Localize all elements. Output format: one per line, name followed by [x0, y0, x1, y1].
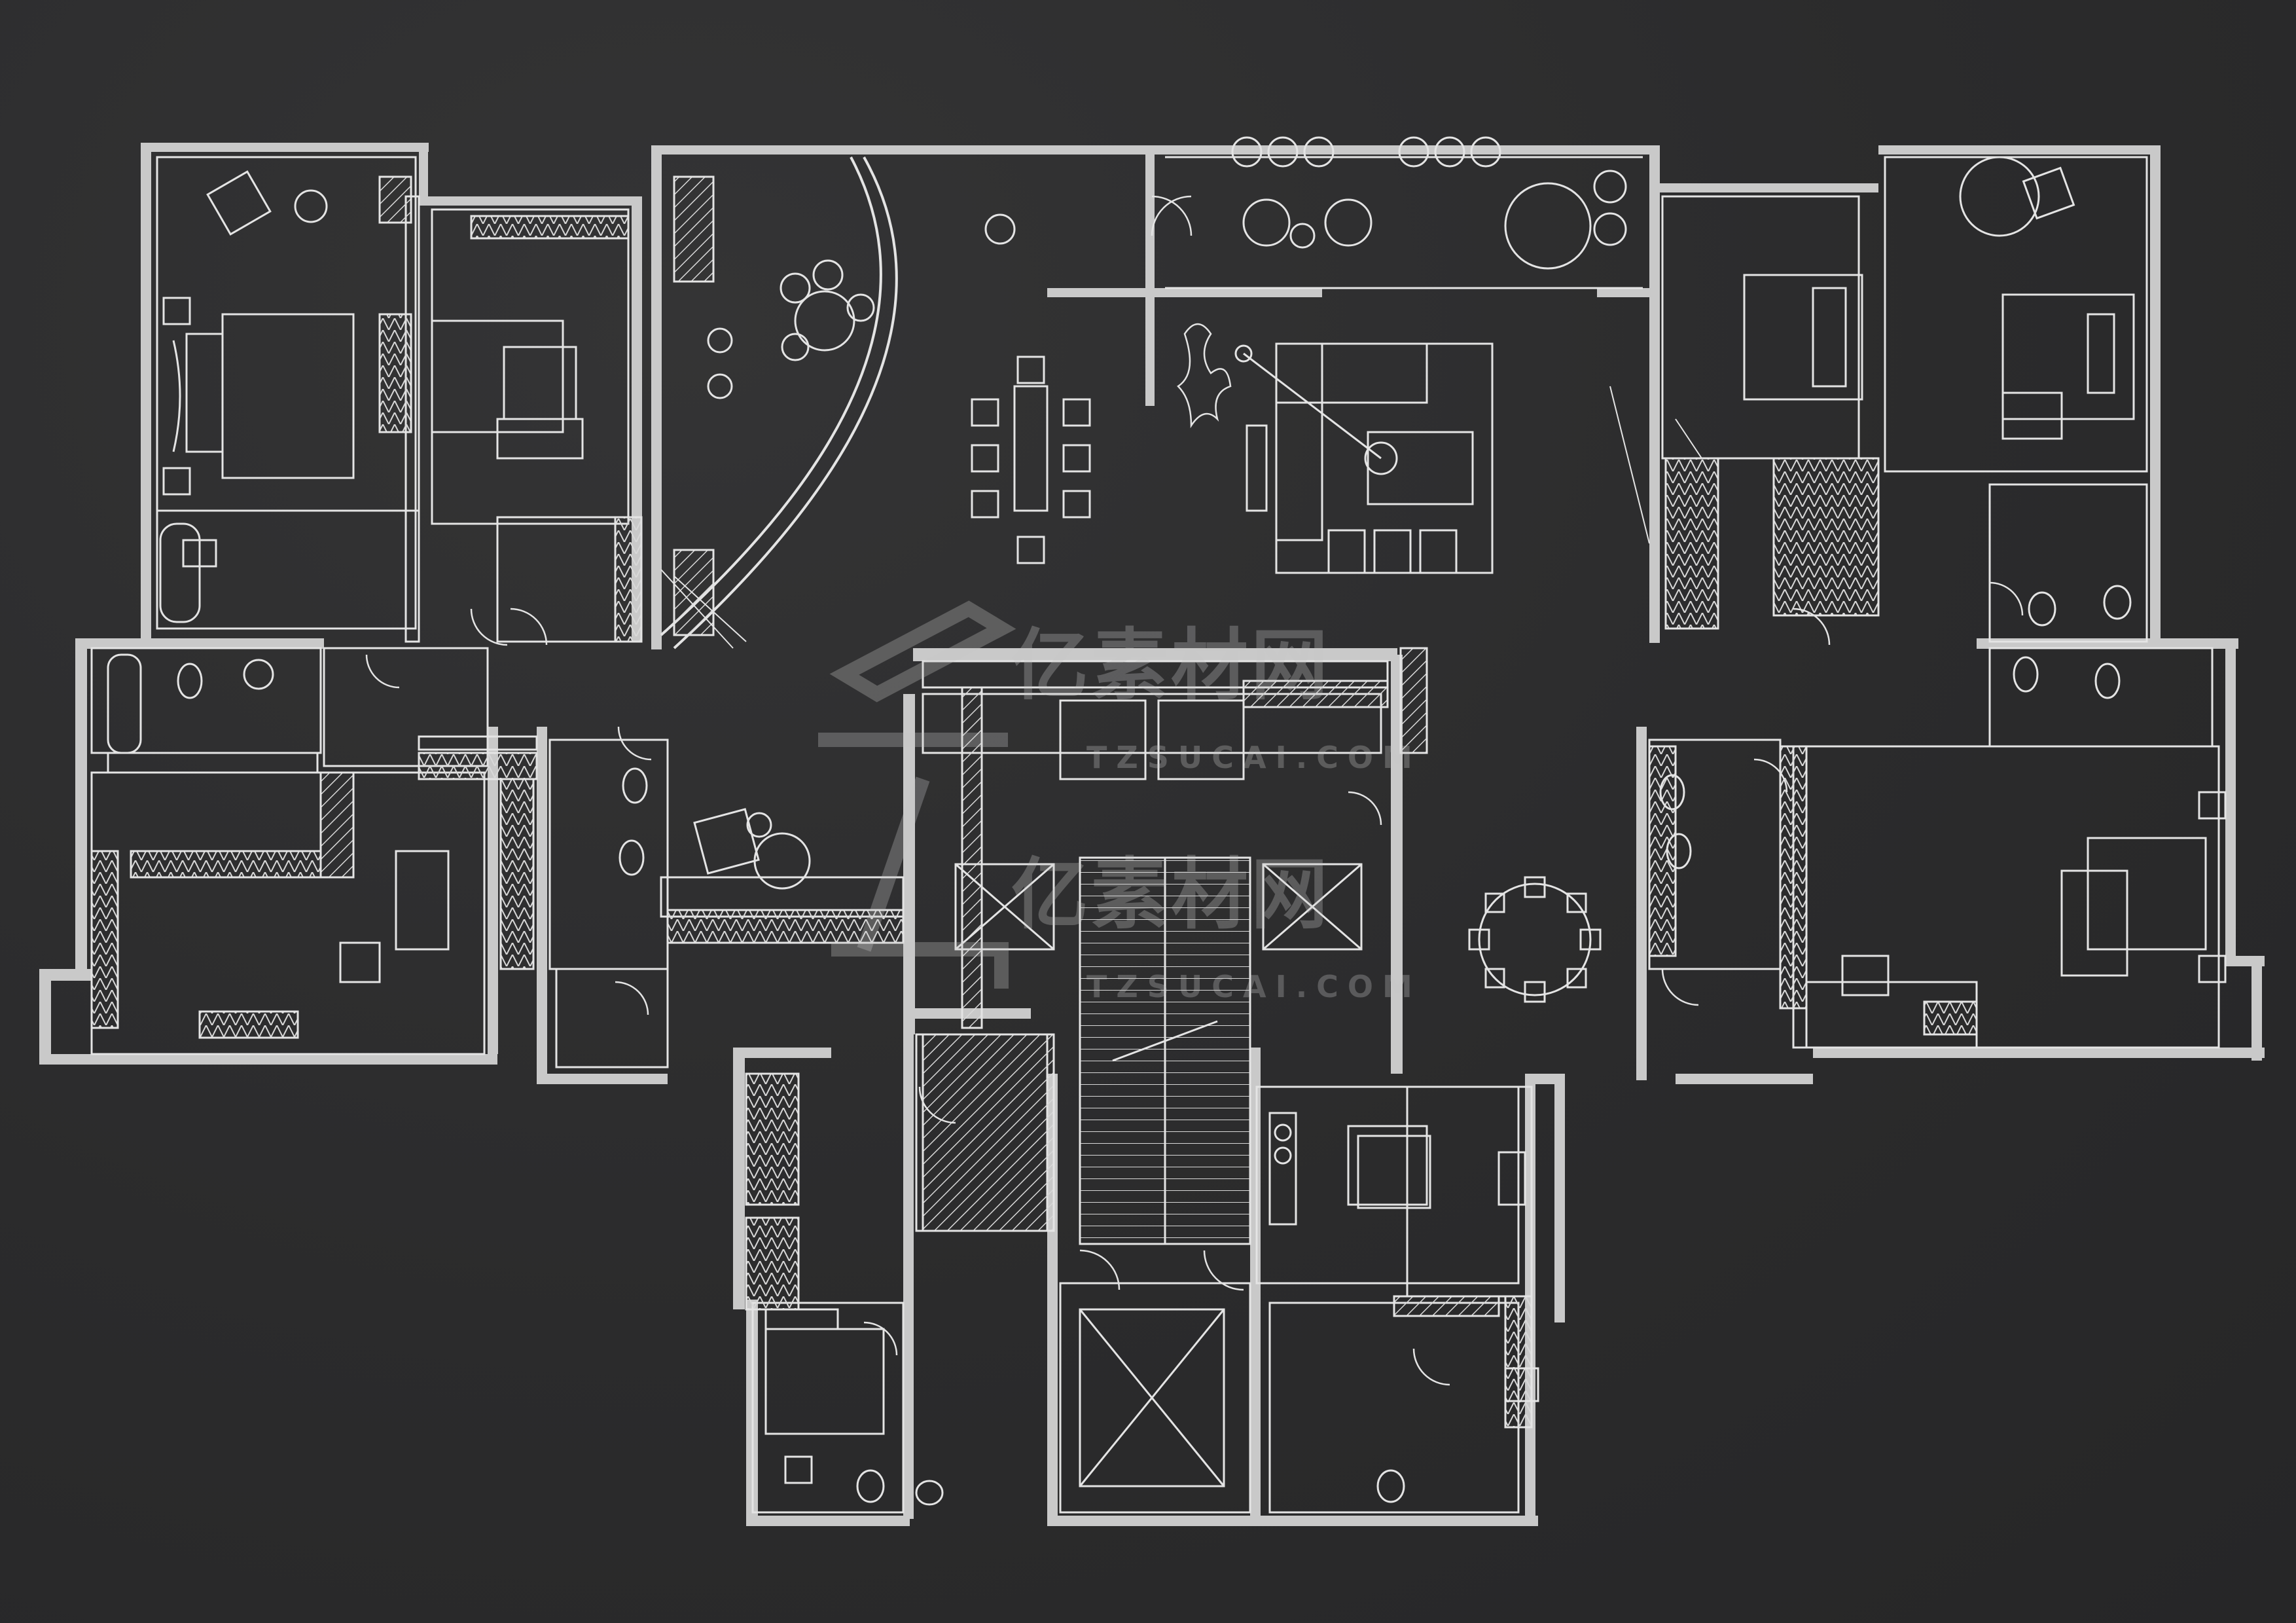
balcony-chairs-icon	[1231, 136, 1627, 270]
structural-walls	[39, 143, 2265, 1526]
round-table-icon	[707, 213, 1016, 399]
staircase	[1079, 856, 1251, 1245]
watermark-logo-icon	[818, 600, 1016, 989]
elevator-x-icon	[954, 699, 1428, 1487]
toilet-icon	[107, 522, 2132, 1506]
door-swings	[365, 195, 2024, 1386]
partition-lines	[90, 156, 2220, 1514]
cabinetry	[90, 175, 1978, 1429]
plant-icon	[1177, 323, 1232, 429]
living-furniture	[693, 136, 1627, 1226]
window-hatch	[660, 386, 1702, 649]
dining-table-icon	[971, 356, 1091, 564]
sofa-icon	[1234, 342, 1494, 574]
curved-wall	[660, 156, 898, 649]
bed-icon	[162, 156, 2227, 1435]
bathtub-icon	[107, 653, 142, 754]
round-dining-icon	[1468, 876, 1602, 1003]
